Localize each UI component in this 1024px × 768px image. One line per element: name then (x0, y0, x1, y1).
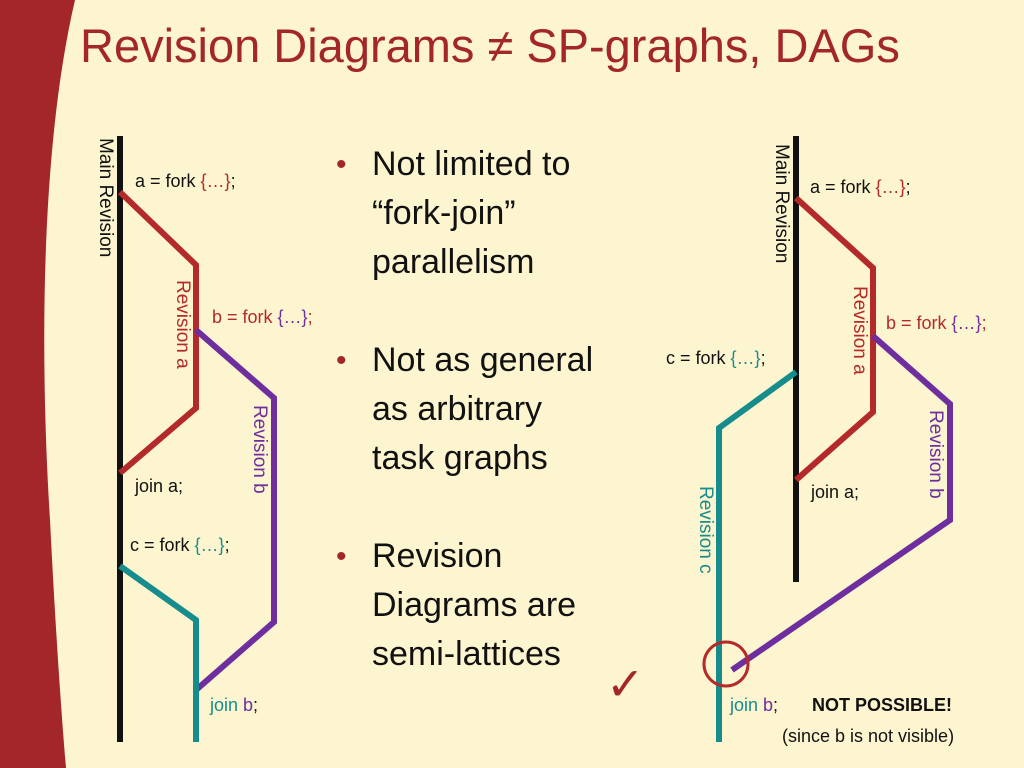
right-fork-c-label: c = fork {…}; (666, 348, 766, 368)
left-diagram (117, 136, 277, 742)
right-diagram (702, 136, 953, 742)
left-fork-a-label: a = fork {…}; (135, 171, 236, 191)
right-join-a-label: join a; (811, 482, 860, 502)
bullet-item: •Not limited to “fork-join” parallelism (336, 145, 571, 281)
left-join-b-label: join b; (210, 695, 259, 715)
left-join-a-label: join a; (135, 476, 184, 496)
left-revision-b-label: Revision b (249, 405, 270, 494)
decorative-band (0, 0, 75, 768)
left-revision-b-line (194, 327, 277, 693)
right-main-revision-label: Main Revision (771, 144, 792, 264)
right-revision-b-line (730, 333, 953, 673)
bullet-list: •Not limited to “fork-join” parallelism … (334, 140, 654, 679)
right-revision-b-label: Revision b (925, 410, 946, 499)
bullet-item: •Revision Diagrams are semi-lattices (336, 537, 577, 673)
slide-title: Revision Diagrams ≠ SP-graphs, DAGs (80, 19, 900, 72)
right-revision-c-line (716, 369, 798, 742)
checkmark-icon: ✓ (606, 658, 645, 710)
left-revision-c-line (118, 563, 199, 742)
right-fork-a-label: a = fork {…}; (810, 177, 911, 197)
left-revision-a-line (117, 189, 199, 476)
left-main-revision-label: Main Revision (95, 138, 116, 258)
bullet-item: •Not as general as arbitrary task graphs (336, 341, 594, 477)
not-visible-reason: (since b is not visible) (782, 726, 955, 746)
impossible-join-circle (702, 640, 750, 688)
left-revision-a-label: Revision a (172, 280, 193, 369)
left-fork-b-label: b = fork {…}; (212, 307, 313, 327)
right-fork-b-label: b = fork {…}; (886, 313, 987, 333)
right-revision-a-label: Revision a (849, 286, 870, 375)
right-join-b-label: join b; (730, 695, 779, 715)
left-fork-c-label: c = fork {…}; (130, 535, 230, 555)
not-possible-label: NOT POSSIBLE! (812, 695, 953, 715)
right-revision-c-label: Revision c (695, 486, 716, 574)
